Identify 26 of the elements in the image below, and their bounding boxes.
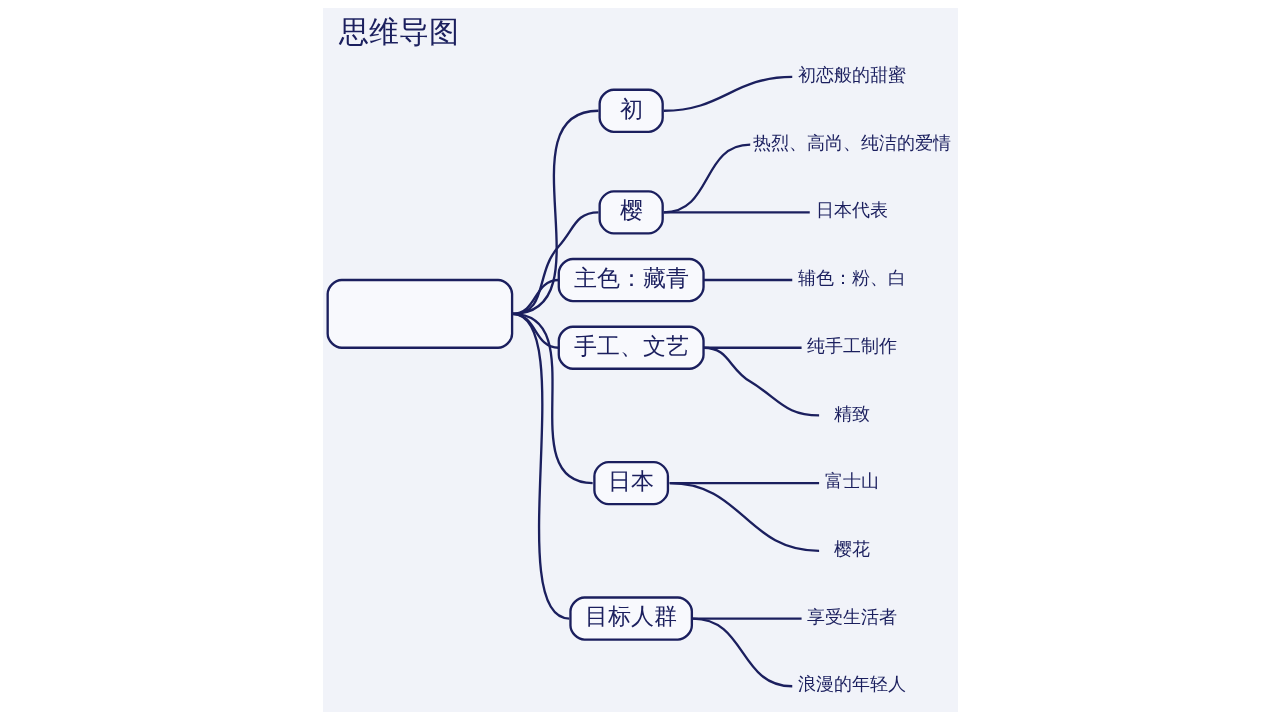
node-box: 日本 — [592, 460, 669, 506]
node-text: 樱花 — [833, 538, 870, 559]
connector — [692, 617, 792, 688]
connector — [511, 312, 570, 620]
node-text: 辅色：粉、白 — [797, 268, 906, 289]
node-text: 享受生活者 — [806, 606, 897, 627]
connector — [692, 617, 802, 620]
node-text: 富士山 — [824, 471, 879, 492]
node-text: 纯手工制作 — [806, 335, 897, 356]
node-box: 初 — [598, 88, 664, 133]
connector — [702, 346, 819, 417]
diagram-title: 思维导图 — [338, 13, 459, 49]
connector — [703, 278, 792, 282]
connector — [663, 211, 810, 214]
node-text: 日本代表 — [815, 200, 888, 221]
node-text: 浪漫的年轻人 — [797, 674, 906, 695]
connector — [663, 75, 792, 112]
node-text: 热烈、高尚、纯洁的爱情 — [752, 132, 951, 153]
node-text: 精致 — [833, 403, 870, 424]
node-box: 主色：藏青 — [557, 257, 705, 303]
node-text: 初恋般的甜蜜 — [797, 65, 906, 86]
node-box: 目标人群 — [568, 596, 693, 641]
node-box — [326, 278, 513, 349]
node-box: 手工、文艺 — [557, 325, 705, 370]
node-box: 樱 — [598, 190, 664, 235]
connector — [669, 482, 819, 552]
